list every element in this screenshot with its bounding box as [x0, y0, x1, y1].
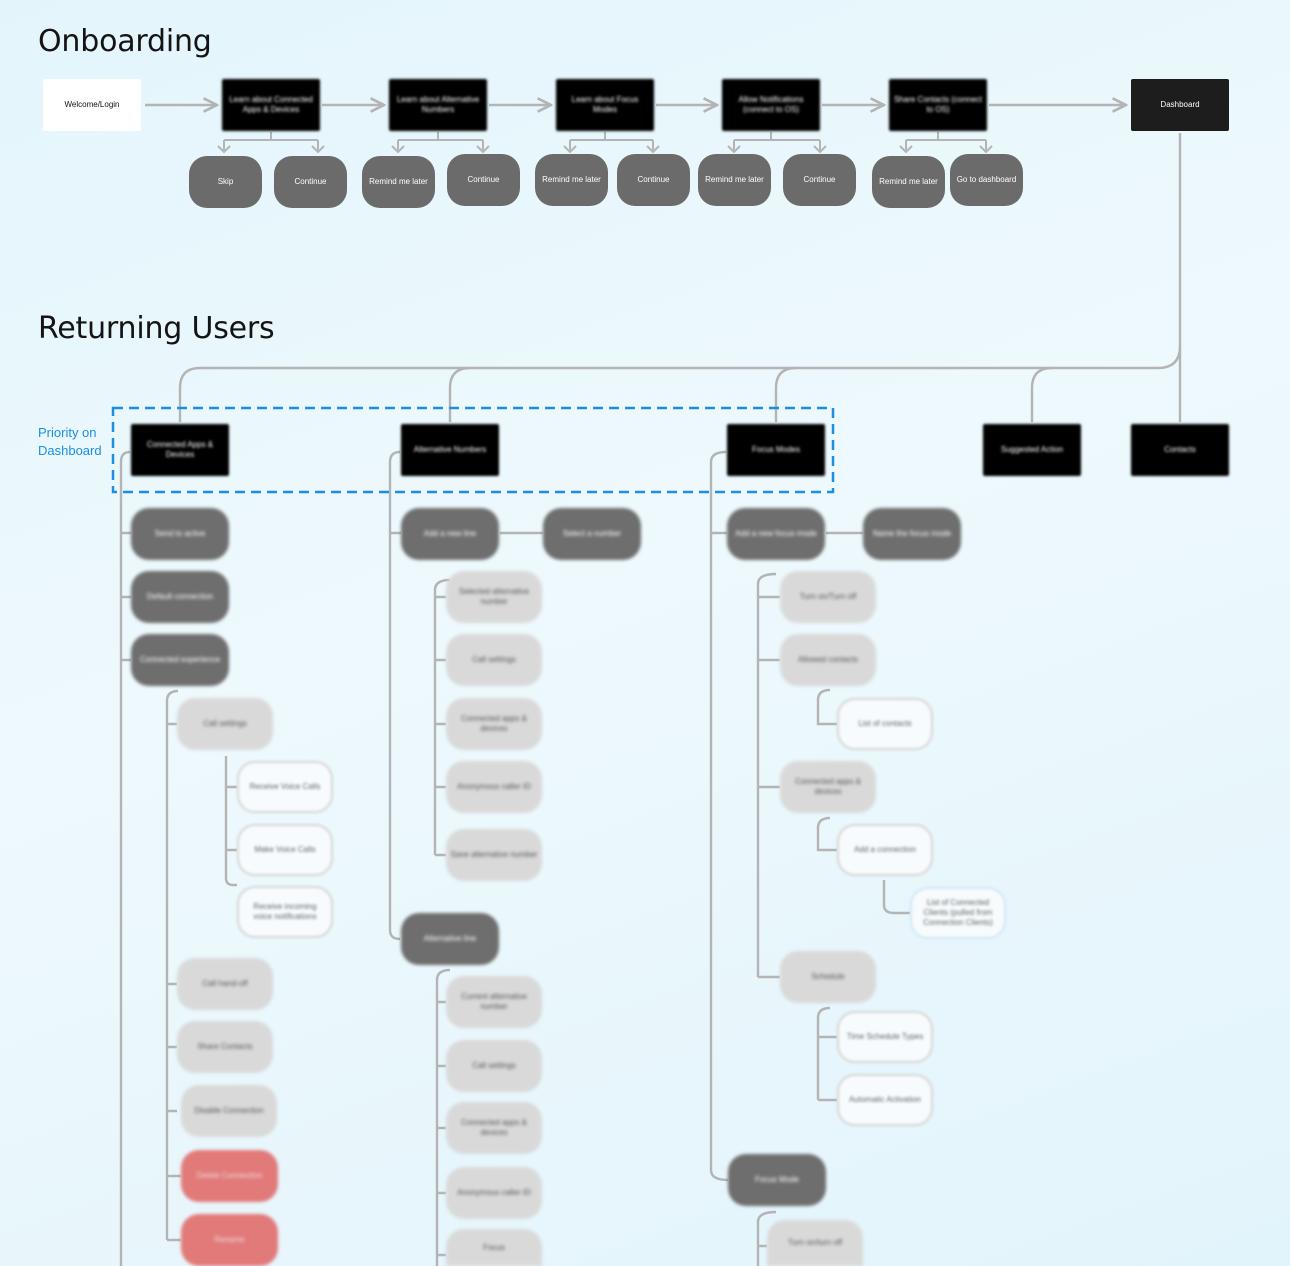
col3-subsub-item[interactable]: Add a connection [837, 824, 933, 876]
col1-rename-item[interactable]: Rename [181, 1214, 278, 1266]
option-skip[interactable]: Skip [189, 156, 262, 208]
feature-connected-apps[interactable]: Connected Apps & Devices [131, 424, 229, 476]
col2-sub-item[interactable]: Anonymous caller ID [446, 1167, 542, 1219]
option-continue[interactable]: Continue [617, 154, 690, 206]
col2-sub-item[interactable]: Anonymous caller ID [446, 761, 542, 813]
col2-item[interactable]: Alternative line [401, 913, 499, 965]
step-share-contacts[interactable]: Share Contacts (connect to OS) [889, 79, 987, 131]
option-remind-later[interactable]: Remind me later [362, 156, 435, 208]
step-welcome-login[interactable]: Welcome/Login [43, 79, 141, 131]
col1-subsub-item[interactable]: Receive incoming voice notifications [237, 886, 333, 938]
col2-item[interactable]: Add a new line [401, 508, 499, 560]
col3-item[interactable]: Name the focus mode [863, 508, 961, 560]
col1-sub-item[interactable]: Call settings [177, 698, 273, 750]
col1-subsub-item[interactable]: Make Voice Calls [237, 824, 333, 876]
col2-sub-item[interactable]: Connected apps & devices [446, 698, 542, 750]
col3-sub-item[interactable]: Turn on/turn off [767, 1220, 863, 1266]
col3-item[interactable]: Add a new focus mode [727, 508, 825, 560]
col1-subsub-item[interactable]: Receive Voice Calls [237, 761, 333, 813]
priority-box [111, 406, 835, 494]
col1-item[interactable]: Send to active [131, 508, 229, 560]
col3-sub-item[interactable]: Allowed contacts [780, 634, 876, 686]
feature-focus-modes[interactable]: Focus Modes [727, 424, 825, 476]
onboarding-title: Onboarding [38, 24, 212, 59]
col3-subsub-item[interactable]: Automatic Activation [837, 1074, 933, 1126]
col2-sub-item[interactable]: Connected apps & devices [446, 1102, 542, 1154]
col3-sub-item[interactable]: Schedule [780, 951, 876, 1003]
step-alternative-numbers[interactable]: Learn about Alternative Numbers [389, 79, 487, 131]
option-continue[interactable]: Continue [783, 154, 856, 206]
step-focus-modes[interactable]: Learn about Focus Modes [556, 79, 654, 131]
col2-sub-item[interactable]: Current alternative number [446, 976, 542, 1028]
col2-item[interactable]: Select a number [543, 508, 641, 560]
col2-sub-item[interactable]: Call settings [446, 1040, 542, 1092]
option-go-to-dashboard[interactable]: Go to dashboard [950, 154, 1023, 206]
feature-alternative-numbers[interactable]: Alternative Numbers [401, 424, 499, 476]
col1-item[interactable]: Default connection [131, 571, 229, 623]
col1-sub-item[interactable]: Share Contacts [177, 1021, 273, 1073]
col1-sub-item[interactable]: Disable Connection [181, 1085, 277, 1137]
col2-sub-item[interactable]: Selected alternative number [446, 571, 542, 623]
option-remind-later[interactable]: Remind me later [698, 154, 771, 206]
col1-delete-item[interactable]: Delete Connection [181, 1150, 278, 1202]
col1-sub-item[interactable]: Call hand-off [177, 958, 273, 1010]
col2-sub-item[interactable]: Save alternative number [446, 829, 542, 881]
priority-label: Priority on Dashboard [38, 425, 102, 458]
col1-item[interactable]: Connected experience [131, 634, 229, 686]
col3-subsub-item[interactable]: List of Connected Clients (pulled from C… [910, 887, 1006, 939]
feature-suggested-action[interactable]: Suggested Action [983, 424, 1081, 476]
step-allow-notifications[interactable]: Allow Notifications (connect to OS) [722, 79, 820, 131]
col3-item[interactable]: Focus Mode [728, 1154, 826, 1206]
col2-sub-item[interactable]: Focus [446, 1229, 542, 1266]
col3-sub-item[interactable]: Connected apps & devices [780, 761, 876, 813]
option-remind-later[interactable]: Remind me later [535, 154, 608, 206]
returning-users-title: Returning Users [38, 311, 275, 346]
option-remind-later[interactable]: Remind me later [872, 156, 945, 208]
col3-subsub-item[interactable]: Time Schedule Types [837, 1011, 933, 1063]
col3-subsub-item[interactable]: List of contacts [837, 698, 933, 750]
col2-sub-item[interactable]: Call settings [446, 634, 542, 686]
step-connected-apps[interactable]: Learn about Connected Apps & Devices [222, 79, 320, 131]
option-continue[interactable]: Continue [274, 156, 347, 208]
col3-sub-item[interactable]: Turn on/Turn off [780, 571, 876, 623]
feature-contacts[interactable]: Contacts [1131, 424, 1229, 476]
option-continue[interactable]: Continue [447, 154, 520, 206]
step-dashboard[interactable]: Dashboard [1131, 79, 1229, 131]
